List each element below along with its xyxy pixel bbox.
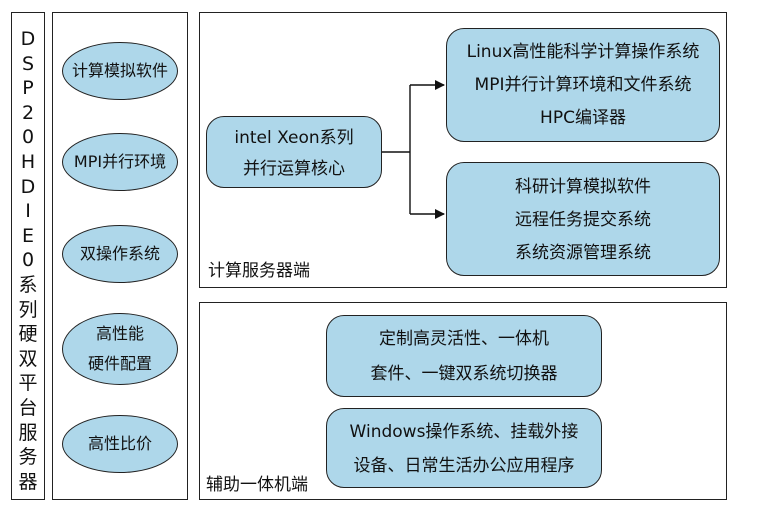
auxiliary-aio-label: 辅助一体机端 [206, 470, 308, 495]
aio-kit-box: 定制高灵活性、一体机 套件、一键双系统切换器 [326, 315, 602, 397]
windows-line: 设备、日常生活办公应用程序 [327, 449, 601, 483]
windows-box: Windows操作系统、挂载外接 设备、日常生活办公应用程序 [326, 408, 602, 488]
windows-line: Windows操作系统、挂载外接 [327, 415, 601, 449]
aio-line: 套件、一键双系统切换器 [327, 357, 601, 392]
aio-line: 定制高灵活性、一体机 [327, 322, 601, 357]
